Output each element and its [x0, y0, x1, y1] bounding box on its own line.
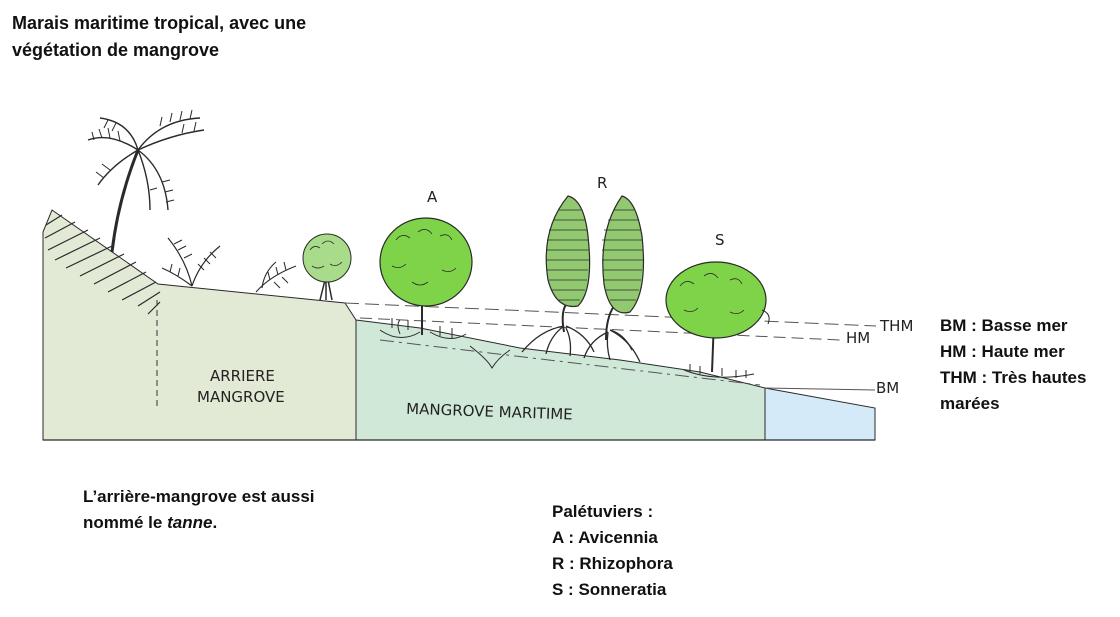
note-middle: nommé le — [83, 513, 168, 532]
trees-legend-s: S : Sonneratia — [552, 580, 667, 599]
tide-legend: BM : Basse mer HM : Haute mer THM : Très… — [940, 313, 1120, 417]
note-tanne: tanne — [167, 513, 213, 532]
legend-thm-2: marées — [940, 394, 1000, 413]
note-suffix: . — [212, 513, 218, 532]
maritime-mangrove-label: MANGROVE MARITIME — [406, 400, 573, 424]
sonneratia-tree-icon — [665, 261, 770, 378]
back-mangrove-label-2: MANGROVE — [197, 388, 285, 406]
hm-label: HM — [846, 329, 870, 347]
shrub-icon — [302, 233, 352, 301]
small-fern-icon — [255, 261, 297, 293]
sea-zone — [764, 387, 876, 441]
note-line-1: L’arrière-mangrove est aussi — [83, 487, 315, 506]
thm-label: THM — [879, 317, 913, 335]
title-line-1: Marais maritime tropical, avec une — [12, 13, 307, 33]
tanne-note: L’arrière-mangrove est aussi nommé le ta… — [83, 484, 403, 536]
tree-label-s: S — [715, 231, 725, 249]
bm-label: BM — [876, 379, 899, 397]
avicennia-tree-icon — [379, 217, 473, 339]
trees-legend-r: R : Rhizophora — [552, 554, 673, 573]
trees-legend-a: A : Avicennia — [552, 528, 658, 547]
legend-hm: HM : Haute mer — [940, 342, 1065, 361]
tree-label-r: R — [597, 174, 607, 192]
slope-hatching — [44, 214, 161, 315]
trees-legend-heading: Palétuviers : — [552, 502, 654, 521]
legend-thm-1: THM : Très hautes — [940, 368, 1087, 387]
rhizophora-tree-icon — [521, 195, 645, 363]
tree-label-a: A — [427, 188, 438, 206]
legend-bm: BM : Basse mer — [940, 316, 1068, 335]
mangrove-tree-legend: Palétuviers : A : Avicennia R : Rhizopho… — [552, 499, 812, 603]
back-mangrove-label-1: ARRIERE — [210, 367, 275, 385]
fern-icon — [161, 237, 221, 287]
diagram-title: Marais maritime tropical, avec une végét… — [12, 10, 412, 64]
title-line-2: végétation de mangrove — [12, 40, 220, 60]
palm-tree-icon — [87, 109, 205, 253]
note-line-2: nommé le tanne. — [83, 510, 403, 536]
